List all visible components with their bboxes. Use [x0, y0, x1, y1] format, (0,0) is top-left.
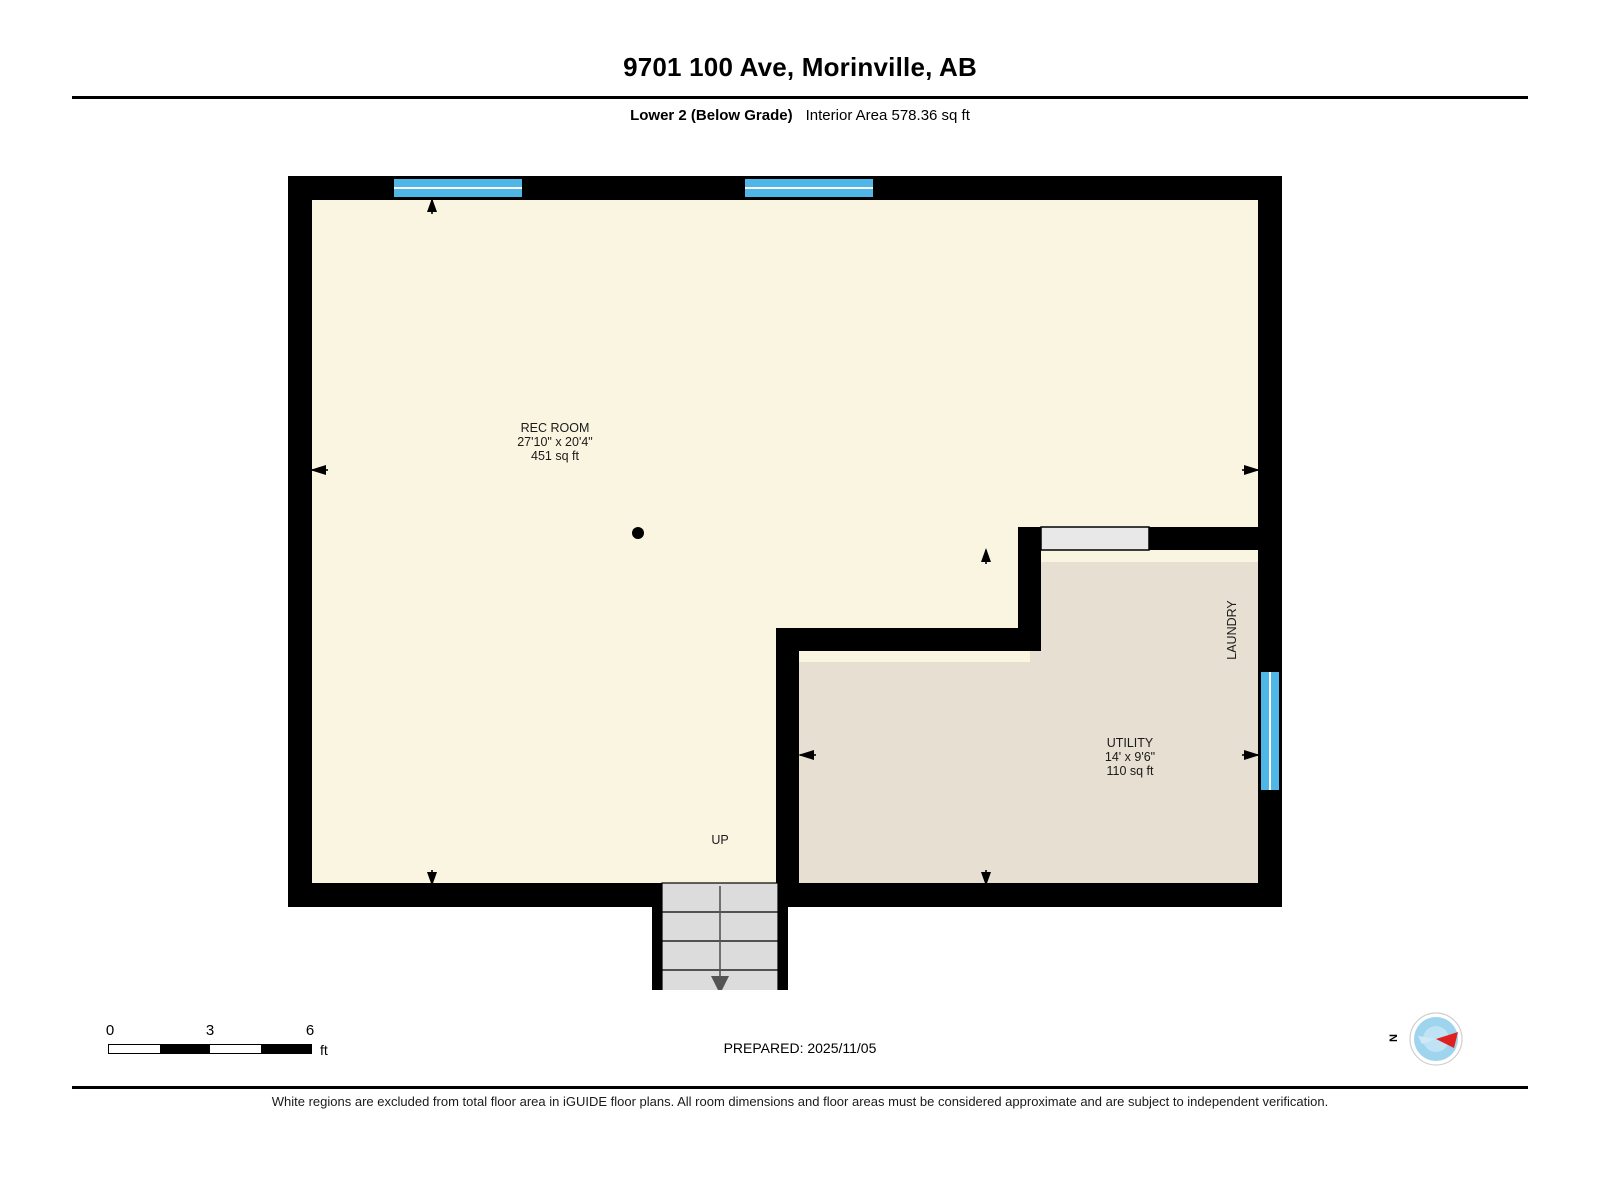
rec-room-floor	[300, 188, 1270, 895]
scale-segment-1	[109, 1045, 160, 1053]
utility-label-group: UTILITY 14' x 9'6" 110 sq ft	[1105, 736, 1155, 778]
stairs	[661, 882, 779, 990]
compass-rose: N	[1378, 1008, 1474, 1070]
interior-area-label: Interior Area 578.36 sq ft	[805, 107, 970, 124]
interior-wall-vertical-left	[776, 628, 799, 907]
dimension-arrow-laundry-top	[981, 548, 991, 564]
compass-needle-north	[1436, 1032, 1458, 1048]
scale-tick-2: 6	[305, 1022, 315, 1039]
title-divider	[72, 96, 1528, 99]
floor-name-label: Lower 2 (Below Grade)	[630, 107, 793, 124]
utility-dimensions: 14' x 9'6"	[1105, 750, 1155, 764]
scale-tick-0: 0	[105, 1022, 115, 1039]
rec-room-area: 451 sq ft	[531, 449, 579, 463]
dimension-arrow-rec-right	[1242, 465, 1260, 475]
floor-subtitle: Lower 2 (Below Grade) Interior Area 578.3…	[0, 107, 1600, 124]
scale-segment-2	[159, 1045, 210, 1053]
wall-left	[288, 176, 312, 907]
scale-segment-3	[210, 1045, 261, 1053]
footer-divider	[72, 1086, 1528, 1089]
dimension-arrow-rec-top	[427, 198, 437, 214]
dimension-arrow-utility-left	[798, 750, 816, 760]
interior-wall-vertical-right	[1018, 527, 1041, 640]
floor-plan-drawing: REC ROOM 27'10" x 20'4" 451 sq ft UTILIT…	[0, 150, 1600, 990]
dimension-arrow-rec-bottom	[427, 870, 437, 886]
rec-room-dimensions: 27'10" x 20'4"	[517, 435, 593, 449]
stair-wall-left	[652, 883, 662, 990]
rec-room-name: REC ROOM	[521, 421, 590, 435]
scale-tick-1: 3	[205, 1022, 215, 1039]
utility-floor	[785, 562, 1270, 895]
compass-needle-south	[1418, 1036, 1436, 1044]
disclaimer-text: White regions are excluded from total fl…	[271, 1094, 1329, 1109]
page-title: 9701 100 Ave, Morinville, AB	[623, 52, 977, 82]
room-center-marker	[632, 527, 644, 539]
utility-area: 110 sq ft	[1106, 764, 1154, 778]
scale-unit-label: ft	[320, 1042, 328, 1058]
prepared-date: PREPARED: 2025/11/05	[723, 1040, 877, 1056]
laundry-label-group: LAUNDRY	[1225, 600, 1239, 660]
wall-bottom-left	[288, 883, 660, 907]
dimension-arrow-utility-bottom	[981, 870, 991, 886]
wall-bottom-right	[778, 883, 1282, 907]
scale-bar-graphic	[108, 1044, 312, 1054]
scale-tick-labels: 0 3 6	[100, 1022, 360, 1044]
compass-icon: N	[1388, 1012, 1463, 1066]
floor-plan-svg: REC ROOM 27'10" x 20'4" 451 sq ft UTILIT…	[288, 176, 1282, 990]
compass-north-label: N	[1388, 1034, 1400, 1042]
rec-room-label-group: REC ROOM 27'10" x 20'4" 451 sq ft	[517, 421, 593, 463]
laundry-name: LAUNDRY	[1225, 600, 1239, 660]
utility-name: UTILITY	[1107, 736, 1154, 750]
dimension-arrow-rec-left	[310, 465, 328, 475]
stair-wall-right	[778, 883, 788, 990]
scale-bar-block: 0 3 6 ft	[100, 1022, 360, 1072]
scale-segment-4	[260, 1045, 311, 1053]
interior-wall-mid-horizontal	[776, 628, 1041, 651]
dimension-arrow-utility-right	[1242, 750, 1260, 760]
door-opening-laundry	[1040, 526, 1150, 551]
stairs-up-label: UP	[711, 833, 728, 847]
